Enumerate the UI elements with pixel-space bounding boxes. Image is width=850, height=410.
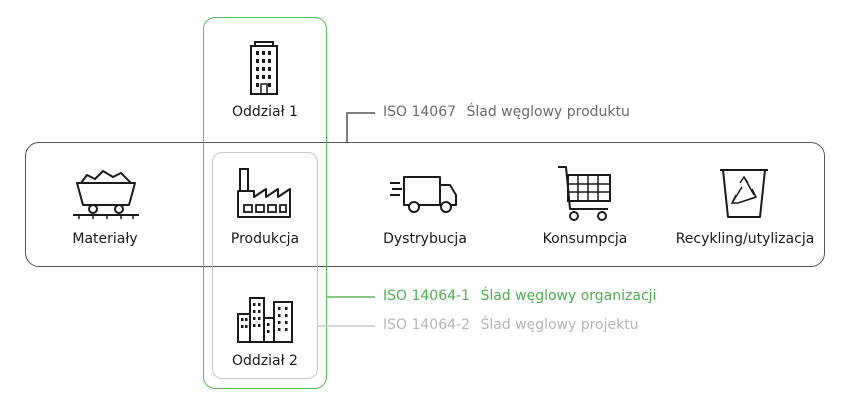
- chain-label-consumption: Konsumpcja: [542, 231, 628, 247]
- shopping-cart-icon: [556, 163, 616, 223]
- iso-organization-name: Ślad węglowy organizacji: [480, 288, 657, 304]
- iso-organization-code: ISO 14064-1: [383, 288, 470, 304]
- office-building-icon: [246, 40, 282, 96]
- iso-organization-standard: ISO 14064-1 Ślad węglowy organizacji: [383, 288, 656, 304]
- city-buildings-icon: [236, 296, 294, 344]
- iso-product-standard: ISO 14067 Ślad węglowy produktu: [383, 104, 630, 120]
- branch-1-label: Oddział 1: [232, 104, 298, 120]
- factory-icon: [236, 165, 292, 221]
- recycle-bin-icon: [718, 167, 770, 219]
- iso-project-code: ISO 14064-2: [383, 317, 470, 333]
- mine-cart-icon: [73, 165, 139, 219]
- iso-product-name: Ślad węglowy produktu: [466, 104, 630, 120]
- product-connector: [346, 112, 375, 142]
- iso-product-code: ISO 14067: [383, 104, 457, 120]
- organization-scope-frame: [203, 17, 327, 389]
- project-scope-frame: [212, 152, 318, 379]
- chain-label-production: Produkcja: [230, 231, 300, 247]
- chain-label-materials: Materiały: [72, 231, 138, 247]
- branch-2-label: Oddział 2: [232, 353, 298, 369]
- product-lifecycle-frame: [25, 142, 825, 267]
- chain-label-distribution: Dystrybucja: [383, 231, 467, 247]
- iso-project-standard: ISO 14064-2 Ślad węglowy projektu: [383, 317, 639, 333]
- chain-label-recycling: Recykling/utylizacja: [675, 231, 815, 247]
- iso-project-name: Ślad węglowy projektu: [480, 317, 639, 333]
- delivery-truck-icon: [390, 175, 460, 215]
